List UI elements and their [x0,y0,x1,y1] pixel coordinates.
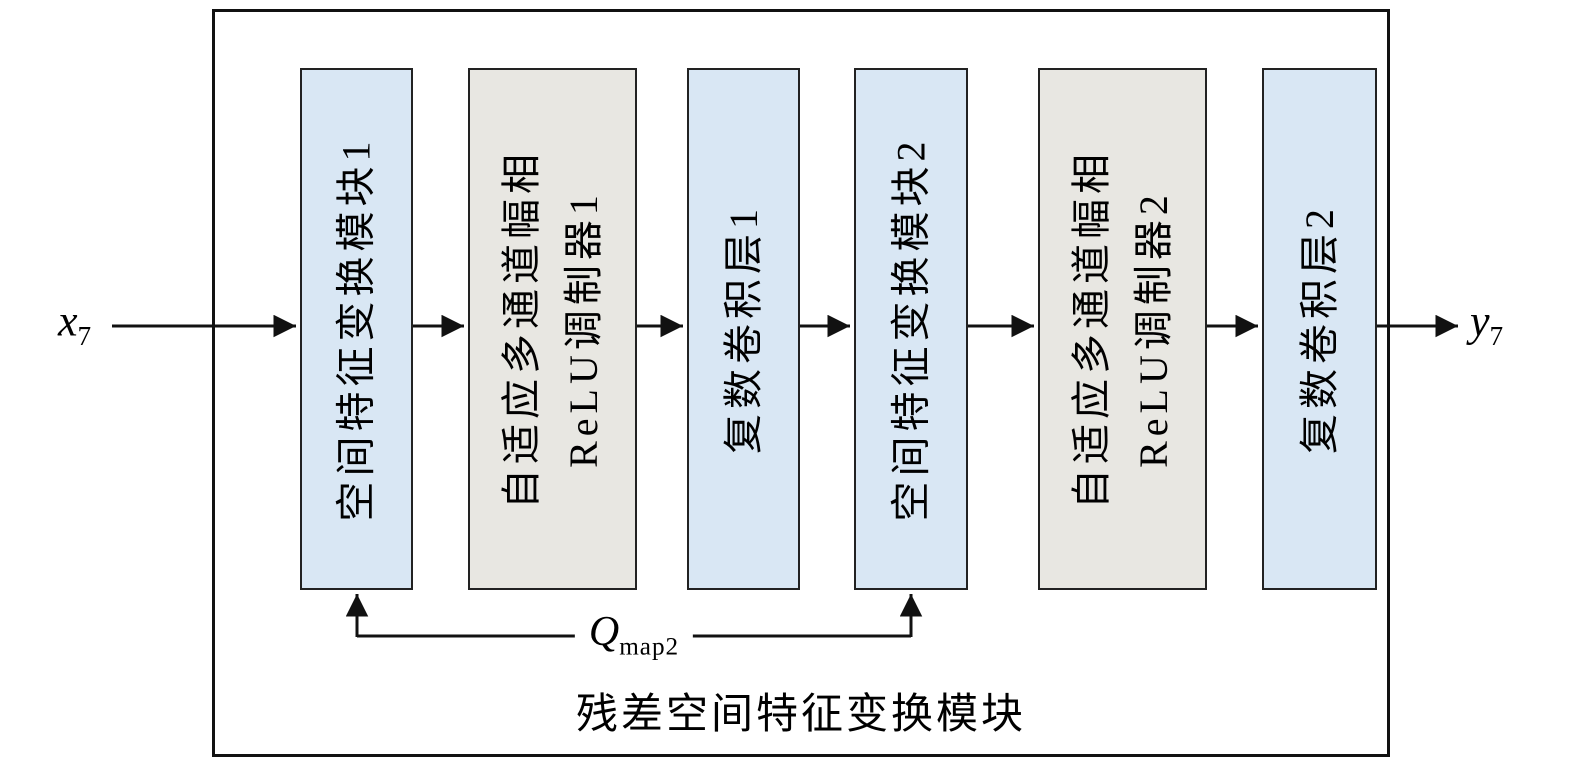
block-sft-module-2-label: 空间特征变换模块2 [888,136,933,522]
output-variable: y [1470,296,1490,346]
input-variable: x [58,296,78,346]
output-subscript: 7 [1489,321,1504,352]
block-relu-modulator-2-label: 自适应多通道幅相 ReLU调制器2 [1068,149,1176,509]
input-label: x7 [58,295,91,352]
block-sft-module-2: 空间特征变换模块2 [854,68,968,590]
input-subscript: 7 [77,321,92,352]
output-label: y7 [1470,295,1503,352]
block-sft-module-1-label: 空间特征变换模块1 [333,136,379,522]
block-relu-modulator-2: 自适应多通道幅相 ReLU调制器2 [1038,68,1207,590]
block-complex-conv-2: 复数卷积层2 [1262,68,1377,590]
block-complex-conv-1: 复数卷积层1 [687,68,800,590]
feedback-subscript: map2 [619,633,680,661]
block-complex-conv-2-label: 复数卷积层2 [1296,204,1342,454]
residual-module-container [212,9,1390,757]
container-title: 残差空间特征变换模块 [575,692,1026,738]
block-complex-conv-1-label: 复数卷积层1 [720,204,766,454]
block-relu-modulator-1-label: 自适应多通道幅相 ReLU调制器1 [498,149,606,509]
feedback-label: Qmap2 [574,606,694,664]
block-sft-module-1: 空间特征变换模块1 [300,68,413,590]
feedback-variable: Q [588,609,620,656]
block-relu-modulator-1: 自适应多通道幅相 ReLU调制器1 [468,68,637,590]
